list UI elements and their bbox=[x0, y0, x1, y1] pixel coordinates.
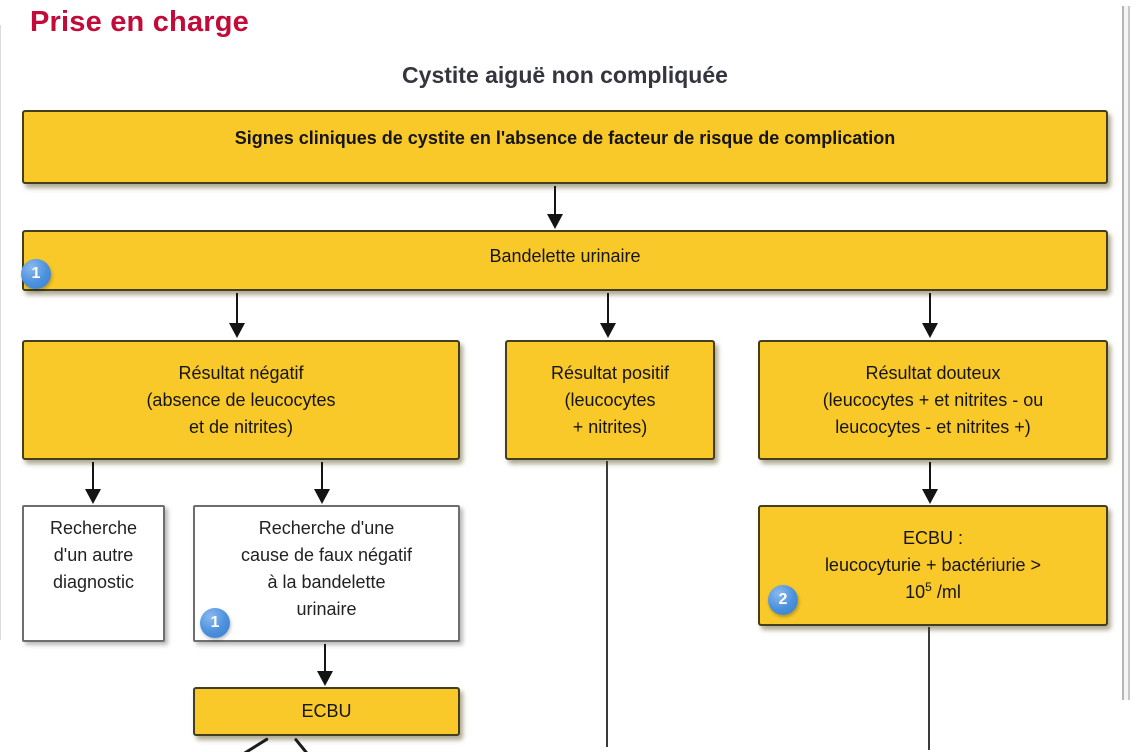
line: (leucocytes bbox=[564, 389, 656, 410]
box-ecbu-label: ECBU bbox=[301, 701, 352, 721]
connector-line bbox=[606, 461, 608, 747]
line: (leucocytes + et nitrites - ou bbox=[822, 389, 1044, 410]
connector-stub bbox=[241, 737, 269, 752]
arrow-down-icon bbox=[922, 462, 938, 504]
line: Résultat positif bbox=[550, 362, 670, 383]
box-result-positive: Résultat positif (leucocytes + nitrites) bbox=[505, 340, 715, 460]
arrow-down-icon bbox=[229, 293, 245, 338]
box-ecbu: ECBU bbox=[193, 687, 460, 736]
line: (absence de leucocytes bbox=[146, 389, 336, 410]
box-clinical-signs-label: Signes cliniques de cystite en l'absence… bbox=[234, 128, 896, 148]
line: cause de faux négatif bbox=[240, 545, 413, 565]
box-result-negative: Résultat négatif (absence de leucocytes … bbox=[22, 340, 460, 460]
arrow-down-icon bbox=[922, 293, 938, 338]
connector-line bbox=[928, 627, 930, 750]
annotation-badge-1[interactable]: 1 bbox=[21, 259, 51, 289]
line: à la bandelette bbox=[267, 572, 386, 592]
connector-stub bbox=[293, 737, 309, 752]
line: leucocyturie + bactériurie > bbox=[824, 555, 1042, 575]
annotation-badge-2[interactable]: 2 bbox=[768, 585, 798, 615]
box-false-negative: Recherche d'une cause de faux négatif à … bbox=[193, 505, 460, 642]
box-result-doubtful: Résultat douteux (leucocytes + et nitrit… bbox=[758, 340, 1108, 460]
scrollbar[interactable] bbox=[1122, 6, 1130, 700]
box-bandelette-urinaire-label: Bandelette urinaire bbox=[489, 246, 641, 266]
box-other-diagnosis: Recherche d'un autre diagnostic bbox=[22, 505, 165, 642]
line: et de nitrites) bbox=[188, 416, 294, 437]
arrow-down-icon bbox=[314, 462, 330, 504]
line: Recherche bbox=[49, 518, 138, 538]
line: urinaire bbox=[296, 599, 357, 619]
page-title: Prise en charge bbox=[30, 6, 249, 38]
line: Résultat négatif bbox=[178, 362, 304, 383]
line: d'un autre bbox=[53, 545, 134, 565]
line: Recherche d'une bbox=[258, 518, 395, 538]
line: diagnostic bbox=[52, 572, 135, 592]
box-bandelette-urinaire: Bandelette urinaire bbox=[22, 230, 1108, 291]
page-edge-line bbox=[0, 25, 1, 640]
diagram-title: Cystite aiguë non compliquée bbox=[402, 62, 728, 88]
arrow-down-icon bbox=[600, 293, 616, 338]
box-clinical-signs: Signes cliniques de cystite en l'absence… bbox=[22, 110, 1108, 184]
line: Résultat douteux bbox=[865, 362, 1001, 383]
arrow-down-icon bbox=[547, 186, 563, 229]
arrow-down-icon bbox=[317, 644, 333, 686]
line: ECBU : bbox=[902, 528, 963, 548]
arrow-down-icon bbox=[85, 462, 101, 504]
line: leucocytes - et nitrites +) bbox=[835, 416, 1031, 437]
line: 105 /ml bbox=[905, 580, 961, 602]
line: + nitrites) bbox=[572, 416, 648, 437]
box-ecbu-criteria: ECBU : leucocyturie + bactériurie > 105 … bbox=[758, 505, 1108, 626]
annotation-badge-1b[interactable]: 1 bbox=[200, 608, 230, 638]
